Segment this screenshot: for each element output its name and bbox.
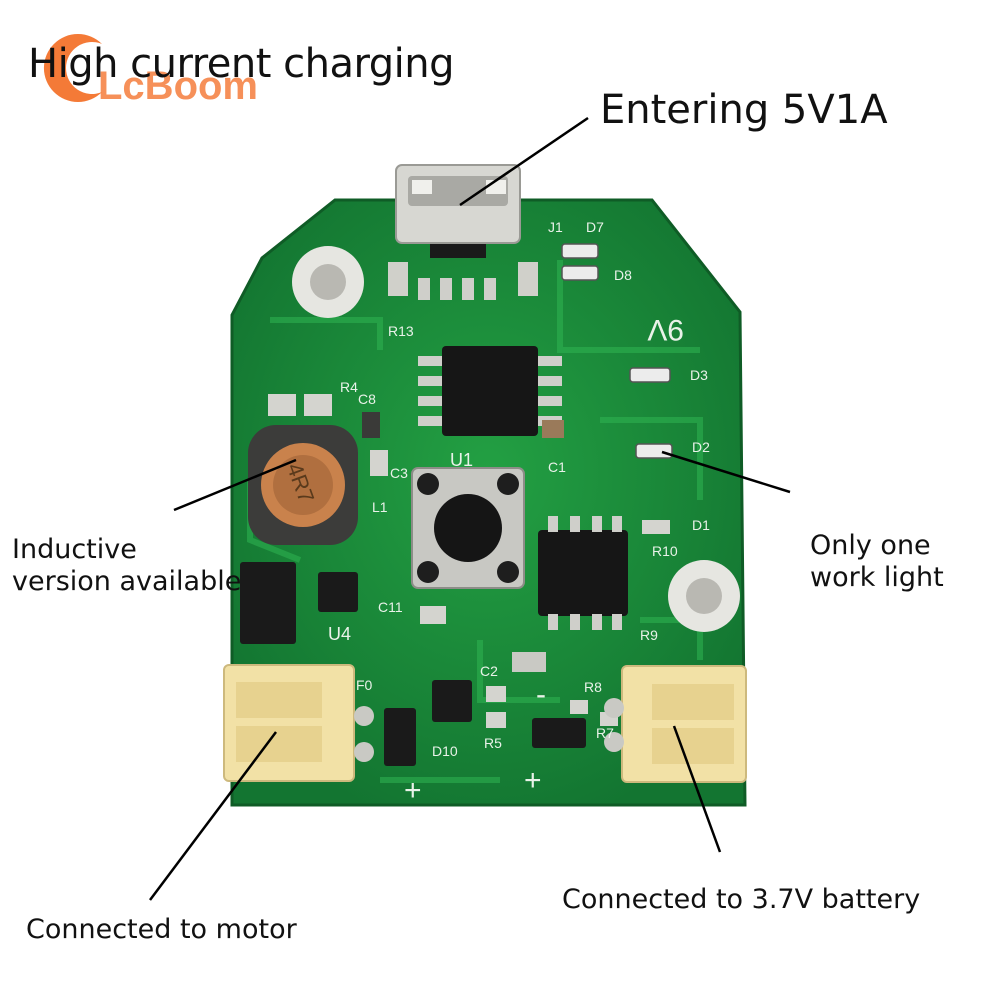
logo-crescent-icon [43, 34, 102, 103]
battery-connector-label: Connected to 3.7V battery [562, 884, 921, 915]
work-light-note: Only one work light [810, 530, 944, 594]
silk-u1: U1 [450, 450, 473, 470]
input-spec-label: Entering 5V1A [600, 87, 888, 133]
silk-ref-r13: R13 [388, 323, 414, 339]
led-d7 [561, 243, 599, 259]
motor-connector-label: Connected to motor [26, 914, 297, 945]
mounting-hole-top-left [292, 246, 364, 318]
silk-u4: U4 [328, 624, 351, 644]
page-title: High current charging [28, 41, 455, 87]
tactile-push-button [411, 467, 525, 589]
silk-ref-f0: F0 [356, 677, 373, 693]
silk-minus-battery: - [536, 678, 546, 711]
led-d8 [561, 265, 599, 281]
power-inductor [248, 425, 358, 545]
schottky-diode [240, 562, 296, 644]
silk-ref-d7: D7 [586, 219, 604, 235]
silk-ref-c2: C2 [480, 663, 498, 679]
leader-line-led [661, 450, 791, 494]
silk-ref-d1: D1 [692, 517, 710, 533]
silk-ref-d8: D8 [614, 267, 632, 283]
transistor-u4 [318, 572, 358, 612]
silk-ref-r7: R7 [596, 725, 614, 741]
silk-ref-c8: C8 [358, 391, 376, 407]
mounting-hole-right [668, 560, 740, 632]
logo-text: LcBoom [98, 64, 258, 108]
leader-line-motor [149, 731, 277, 901]
silk-ref-d3: D3 [690, 367, 708, 383]
leader-line-input [459, 116, 589, 207]
motor-connector [223, 664, 374, 782]
inductor-note: Inductive version available [12, 534, 242, 598]
ic-right [538, 516, 628, 630]
battery-connector [604, 665, 747, 783]
silk-ref-r8: R8 [584, 679, 602, 695]
silk-ref-r5: R5 [484, 735, 502, 751]
leader-line-battery [672, 725, 722, 853]
smd-components [268, 367, 673, 766]
silk-ref-c1: C1 [548, 459, 566, 475]
silk-ref-d10: D10 [432, 743, 458, 759]
silk-plus-motor: + [404, 774, 422, 807]
silk-ref-l1: L1 [372, 499, 388, 515]
silk-plus-battery: + [524, 764, 542, 797]
silk-ref-r9: R9 [640, 627, 658, 643]
brand-logo: LcBoom [40, 28, 258, 108]
silk-ref-c3: C3 [390, 465, 408, 481]
silk-9v: 9V [647, 313, 684, 346]
silk-ref-d2: D2 [692, 439, 710, 455]
silk-ref-r4: R4 [340, 379, 358, 395]
silk-ref-r10: R10 [652, 543, 678, 559]
pcb-traces [247, 260, 703, 783]
silk-ref-j1: J1 [548, 219, 563, 235]
leader-line-inductor [173, 458, 297, 512]
silk-ref-c11: C11 [378, 599, 403, 615]
